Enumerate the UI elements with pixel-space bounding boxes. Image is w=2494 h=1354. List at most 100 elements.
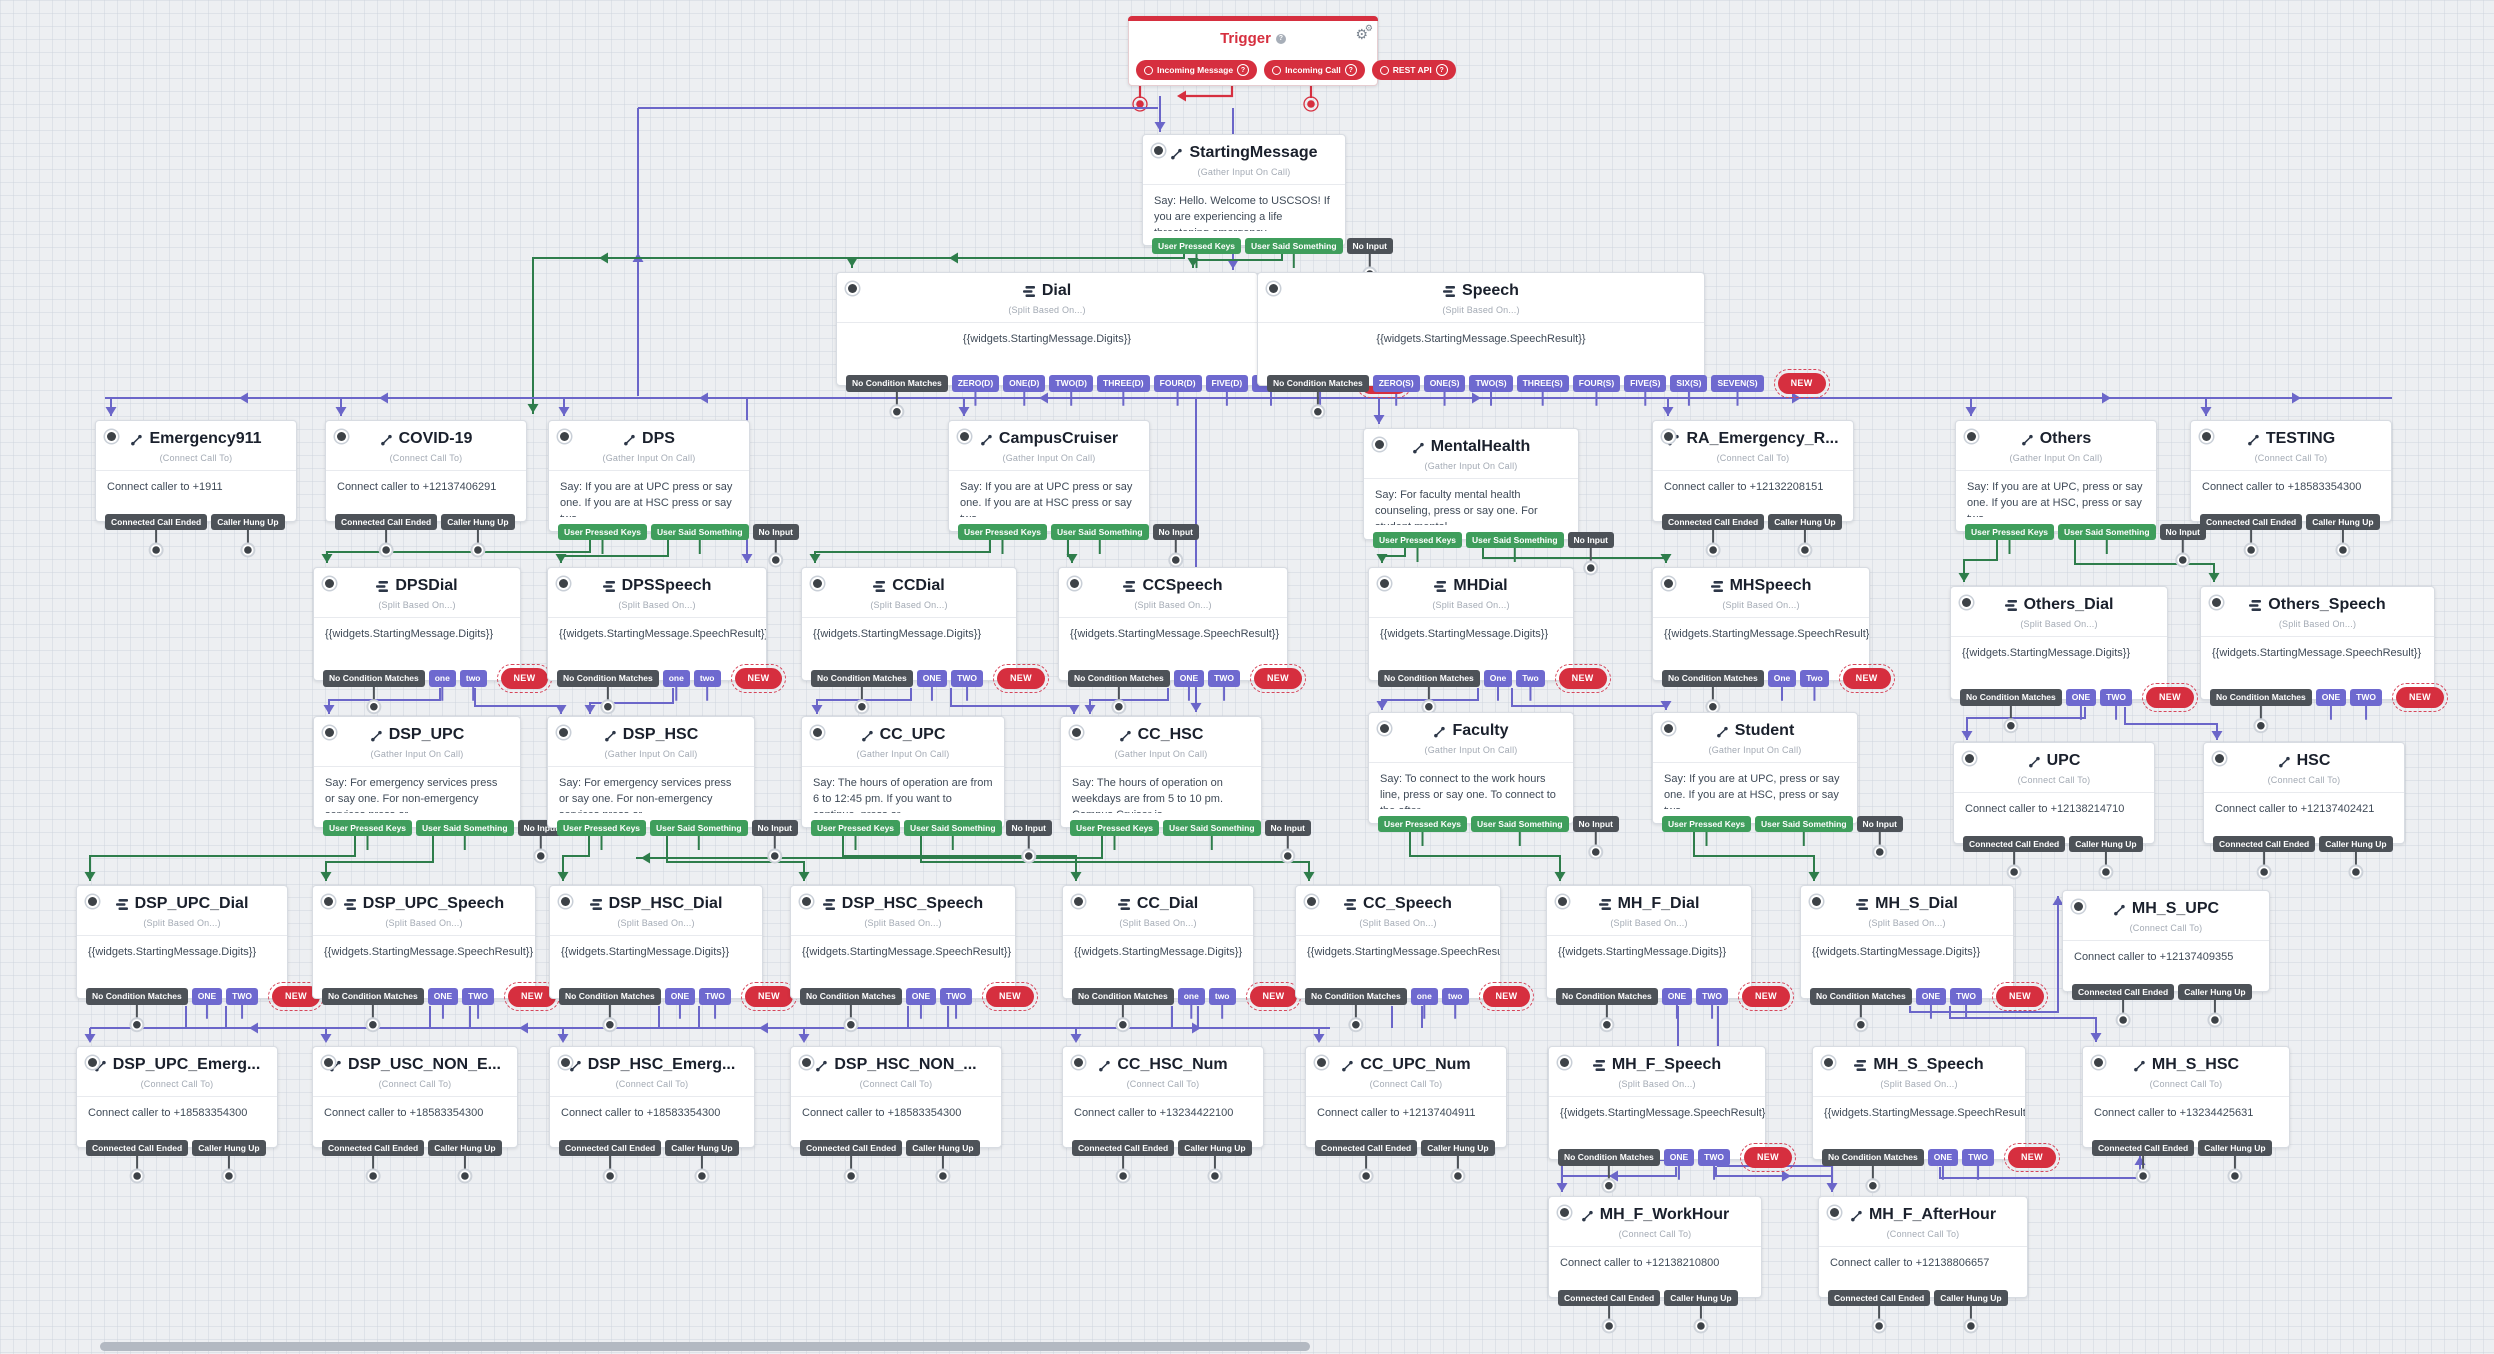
transition-user-pressed-keys[interactable]: User Pressed Keys [1965,523,2055,540]
transition-connected-call-ended[interactable]: Connected Call Ended [322,1139,425,1156]
transition-connected-call-ended[interactable]: Connected Call Ended [1828,1289,1931,1306]
transition-two[interactable]: TWO [226,988,258,1005]
transition-new[interactable]: NEW [1249,664,1306,693]
widget-dsp-hsc-dial[interactable]: DSP_HSC_Dial(Split Based On...){{widgets… [549,885,797,1011]
transition-four-d[interactable]: FOUR(D) [1153,375,1202,392]
widget-mh-s-hsc[interactable]: MH_S_HSC(Connect Call To)Connect caller … [2082,1046,2290,1156]
transition-connected-call-ended[interactable]: Connected Call Ended [2200,513,2303,530]
transition-zero-d[interactable]: ZERO(D) [951,375,1000,392]
transition-caller-hung-up[interactable]: Caller Hung Up [906,1139,980,1156]
transition-new[interactable]: NEW [1737,982,1794,1011]
widget-mhdial[interactable]: MHDial(Split Based On...){{widgets.Start… [1368,567,1611,693]
transition-one[interactable]: ONE [1915,988,1947,1005]
transition-connected-call-ended[interactable]: Connected Call Ended [1662,513,1765,530]
widget-cc-hsc-num[interactable]: CC_HSC_Num(Connect Call To)Connect calle… [1062,1046,1264,1156]
input-connector[interactable] [88,897,97,906]
transition-two[interactable]: TWO [462,988,494,1005]
transition-no-condition-matches[interactable]: No Condition Matches [323,670,425,687]
transition-no-condition-matches[interactable]: No Condition Matches [1072,988,1174,1005]
transition-one-s[interactable]: ONE(S) [1423,375,1466,392]
transition-user-said-something[interactable]: User Said Something [1051,523,1149,540]
transition-connected-call-ended[interactable]: Connected Call Ended [1963,835,2066,852]
transition-two-s[interactable]: TWO(S) [1469,375,1513,392]
input-connector[interactable] [2094,1058,2103,1067]
transition-one[interactable]: ONE [191,988,223,1005]
widget-mh-f-dial[interactable]: MH_F_Dial(Split Based On...){{widgets.St… [1546,885,1794,1011]
transition-no-condition-matches[interactable]: No Condition Matches [1558,1149,1660,1166]
transition-four-s[interactable]: FOUR(S) [1572,375,1621,392]
transition-two[interactable]: TWO [1698,1149,1730,1166]
trigger-widget[interactable]: Trigger ? ⚙⚙ Incoming Message? Incoming … [1128,16,1456,86]
transition-one[interactable]: one [1177,988,1205,1005]
transition-two[interactable]: TWO [699,988,731,1005]
input-connector[interactable] [561,897,570,906]
transition-no-condition-matches[interactable]: No Condition Matches [1378,670,1480,687]
transition-no-condition-matches[interactable]: No Condition Matches [2210,689,2312,706]
widget-dsp-upc-emerg[interactable]: DSP_UPC_Emerg...(Connect Call To)Connect… [76,1046,278,1156]
transition-user-pressed-keys[interactable]: User Pressed Keys [1152,237,1242,254]
transition-one[interactable]: ONE [427,988,459,1005]
transition-no-condition-matches[interactable]: No Condition Matches [559,988,661,1005]
widget-emergency911[interactable]: Emergency911(Connect Call To)Connect cal… [95,420,297,530]
transition-no-input[interactable]: No Input [1346,237,1393,254]
widget-cc-hsc[interactable]: CC_HSC(Gather Input On Call)Say: The hou… [1060,716,1311,836]
transition-caller-hung-up[interactable]: Caller Hung Up [1178,1139,1252,1156]
transition-caller-hung-up[interactable]: Caller Hung Up [441,513,515,530]
transition-user-said-something[interactable]: User Said Something [2058,523,2156,540]
transition-connected-call-ended[interactable]: Connected Call Ended [800,1139,903,1156]
input-connector[interactable] [813,728,822,737]
widget-dpsspeech[interactable]: DPSSpeech(Split Based On...){{widgets.St… [547,567,787,693]
widget-dpsdial[interactable]: DPSDial(Split Based On...){{widgets.Star… [313,567,553,693]
transition-new[interactable]: NEW [2141,683,2198,712]
transition-no-input[interactable]: No Input [1264,819,1311,836]
transition-caller-hung-up[interactable]: Caller Hung Up [1768,513,1842,530]
input-connector[interactable] [1965,754,1974,763]
trigger-rest-api-button[interactable]: REST API? [1371,60,1456,80]
transition-no-condition-matches[interactable]: No Condition Matches [1267,375,1369,392]
transition-six-s[interactable]: SIX(S) [1670,375,1708,392]
transition-two[interactable]: two [1441,988,1469,1005]
transition-connected-call-ended[interactable]: Connected Call Ended [1315,1139,1418,1156]
transition-user-said-something[interactable]: User Said Something [650,819,748,836]
input-connector[interactable] [337,432,346,441]
transition-no-condition-matches[interactable]: No Condition Matches [1822,1149,1924,1166]
transition-new[interactable]: NEW [730,664,787,693]
widget-cc-upc[interactable]: CC_UPC(Gather Input On Call)Say: The hou… [801,716,1052,836]
transition-new[interactable]: NEW [1739,1143,1796,1172]
transition-three-d[interactable]: THREE(D) [1097,375,1150,392]
input-connector[interactable] [1074,897,1083,906]
widget-campuscruiser[interactable]: CampusCruiser(Gather Input On Call)Say: … [948,420,1199,540]
widget-mh-f-speech[interactable]: MH_F_Speech(Split Based On...){{widgets.… [1548,1046,1796,1172]
transition-two[interactable]: TWO [1696,988,1728,1005]
transition-caller-hung-up[interactable]: Caller Hung Up [192,1139,266,1156]
transition-user-said-something[interactable]: User Said Something [1755,815,1853,832]
widget-testing[interactable]: TESTING(Connect Call To)Connect caller t… [2190,420,2392,530]
transition-one-d[interactable]: ONE(D) [1003,375,1046,392]
widget-dps[interactable]: DPS(Gather Input On Call)Say: If you are… [548,420,799,540]
transition-one[interactable]: ONE [1661,988,1693,1005]
transition-new[interactable]: NEW [1838,664,1895,693]
transition-caller-hung-up[interactable]: Caller Hung Up [428,1139,502,1156]
widget-mh-s-upc[interactable]: MH_S_UPC(Connect Call To)Connect caller … [2062,890,2270,1000]
input-connector[interactable] [88,1058,97,1067]
input-connector[interactable] [2202,432,2211,441]
input-connector[interactable] [1824,1058,1833,1067]
input-connector[interactable] [1375,440,1384,449]
widget-others-dial[interactable]: Others_Dial(Split Based On...){{widgets.… [1950,586,2198,712]
widget-mentalhealth[interactable]: MentalHealth(Gather Input On Call)Say: F… [1363,428,1614,548]
transition-user-said-something[interactable]: User Said Something [1471,815,1569,832]
widget-dsp-hsc-emerg[interactable]: DSP_HSC_Emerg...(Connect Call To)Connect… [549,1046,755,1156]
transition-connected-call-ended[interactable]: Connected Call Ended [105,513,208,530]
transition-one[interactable]: ONE [664,988,696,1005]
transition-no-input[interactable]: No Input [1152,523,1199,540]
transition-connected-call-ended[interactable]: Connected Call Ended [86,1139,189,1156]
transition-user-said-something[interactable]: User Said Something [1163,819,1261,836]
transition-no-condition-matches[interactable]: No Condition Matches [846,375,948,392]
input-connector[interactable] [561,1058,570,1067]
transition-no-condition-matches[interactable]: No Condition Matches [811,670,913,687]
trigger-incoming-message-button[interactable]: Incoming Message? [1136,60,1258,80]
transition-no-condition-matches[interactable]: No Condition Matches [86,988,188,1005]
transition-one[interactable]: One [1767,670,1797,687]
input-connector[interactable] [1380,579,1389,588]
transition-connected-call-ended[interactable]: Connected Call Ended [559,1139,662,1156]
